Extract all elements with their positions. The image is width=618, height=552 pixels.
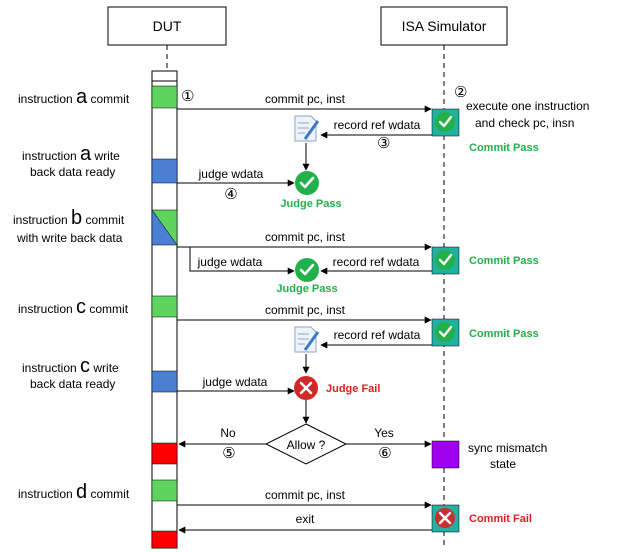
document-icon: [294, 115, 320, 142]
judge-pass-icon: [295, 258, 319, 282]
writeback-block-c: [151, 370, 178, 393]
judge-pass-1: Judge Pass: [280, 198, 341, 210]
commit-message-4: commit pc, inst: [265, 488, 346, 502]
left-label-c-write-line2: back data ready: [30, 377, 115, 391]
left-label-b-commit-line2: with write back data: [16, 231, 123, 245]
judge-fail-label: Judge Fail: [326, 383, 380, 395]
sim-note-line1: execute one instruction: [466, 99, 589, 113]
sync-note-line1: sync mismatch: [468, 441, 547, 455]
record-message-1: record ref wdata: [334, 118, 421, 132]
yes-label: Yes: [374, 426, 394, 440]
cross-icon: [435, 508, 455, 528]
left-label-c-commit: instruction c commit: [18, 296, 129, 318]
judge-pass-2: Judge Pass: [276, 283, 337, 295]
commit-message-1: commit pc, inst: [265, 92, 346, 106]
document-icon: [294, 326, 320, 353]
judge-message-3: judge wdata: [202, 375, 268, 389]
check-icon: [435, 250, 455, 270]
check-icon: [435, 322, 455, 342]
allow-decision-label: Allow ?: [287, 438, 326, 452]
allow-decision-diamond: [264, 423, 348, 465]
commit-block-a: [151, 85, 178, 109]
commit-fail-label: Commit Fail: [469, 513, 532, 525]
commit-block-b-blue: [151, 209, 178, 246]
judge-message-1: judge wdata: [198, 167, 264, 181]
commit-pass-3: Commit Pass: [469, 328, 539, 340]
record-message-3: record ref wdata: [334, 328, 421, 342]
commit-message-3: commit pc, inst: [265, 303, 346, 317]
left-label-b-commit: instruction b commit: [13, 207, 125, 229]
judge-message-2: judge wdata: [197, 255, 263, 269]
left-label-c-write: instruction c write: [22, 355, 119, 377]
step-2-number: ②: [454, 84, 467, 101]
step-4-number: ④: [224, 186, 237, 203]
judge-arrow-2-path: [189, 247, 295, 275]
left-label-a-write-line2: back data ready: [30, 165, 115, 179]
commit-message-2: commit pc, inst: [265, 230, 346, 244]
step-5-number: ⑤: [222, 445, 235, 462]
check-icon: [435, 112, 455, 132]
sim-note-line2: and check pc, insn: [475, 116, 574, 130]
left-label-a-commit: instruction a commit: [18, 86, 130, 108]
commit-pass-1: Commit Pass: [469, 142, 539, 154]
sync-purple-box: [431, 440, 460, 469]
commit-pass-2: Commit Pass: [469, 255, 539, 267]
sync-note-line2: state: [490, 457, 516, 471]
commit-block-d: [151, 479, 178, 502]
dut-actor-label: DUT: [153, 18, 182, 34]
sim-actor-label: ISA Simulator: [402, 18, 487, 34]
step-3-number: ③: [377, 135, 390, 152]
step-1-number: ①: [181, 88, 194, 105]
judge-fail-icon: [294, 376, 318, 400]
commit-block-c: [151, 295, 178, 318]
left-label-d-commit: instruction d commit: [18, 481, 130, 503]
writeback-block-a: [151, 158, 178, 184]
exit-message: exit: [296, 512, 315, 526]
record-message-2: record ref wdata: [333, 255, 420, 269]
final-fail-block: [151, 530, 178, 549]
mismatch-block: [151, 442, 178, 465]
no-label: No: [220, 426, 236, 440]
dut-actor-box: [107, 6, 227, 46]
sim-actor-box: [380, 6, 508, 46]
step-6-number: ⑥: [378, 445, 391, 462]
judge-pass-icon: [295, 171, 319, 195]
left-label-a-write: instruction a write: [22, 143, 120, 165]
